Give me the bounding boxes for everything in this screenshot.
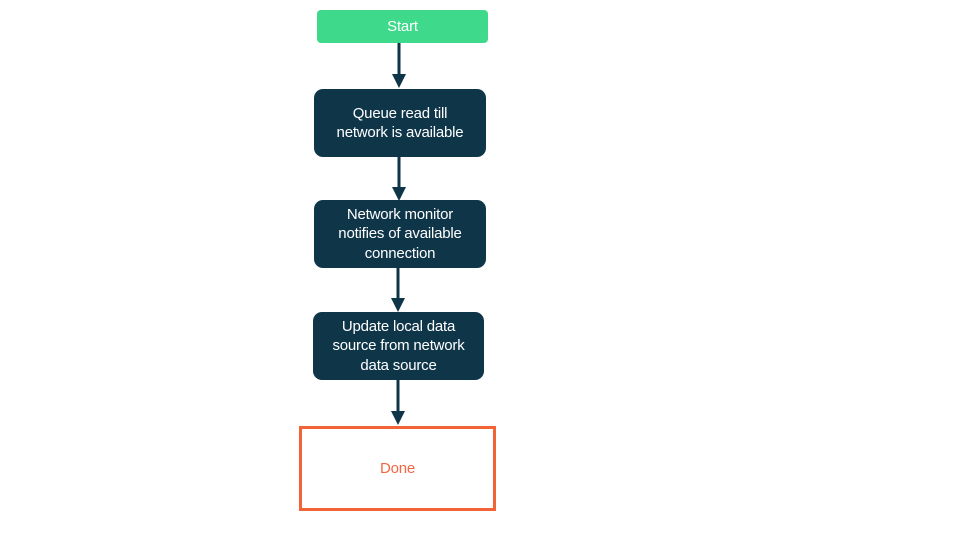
flow-edge-queue-read-to-network-monitor bbox=[391, 157, 407, 202]
flow-node-network-monitor-label: Network monitor notifies of available co… bbox=[338, 205, 462, 262]
flow-node-done-label: Done bbox=[379, 459, 416, 477]
flow-node-done[interactable]: Done bbox=[299, 426, 496, 511]
flow-edge-start-to-queue-read bbox=[391, 43, 407, 89]
flow-node-queue-read-label: Queue read till network is available bbox=[336, 104, 464, 142]
flow-edge-network-monitor-to-update-local bbox=[390, 268, 406, 313]
flow-node-update-local[interactable]: Update local data source from network da… bbox=[313, 312, 484, 380]
flow-edge-update-local-to-done bbox=[390, 380, 406, 426]
flow-node-update-local-label: Update local data source from network da… bbox=[332, 317, 465, 374]
flow-node-start-label: Start bbox=[387, 17, 418, 35]
flow-node-queue-read[interactable]: Queue read till network is available bbox=[314, 89, 486, 157]
flow-node-start[interactable]: Start bbox=[317, 10, 488, 43]
flow-node-network-monitor[interactable]: Network monitor notifies of available co… bbox=[314, 200, 486, 268]
